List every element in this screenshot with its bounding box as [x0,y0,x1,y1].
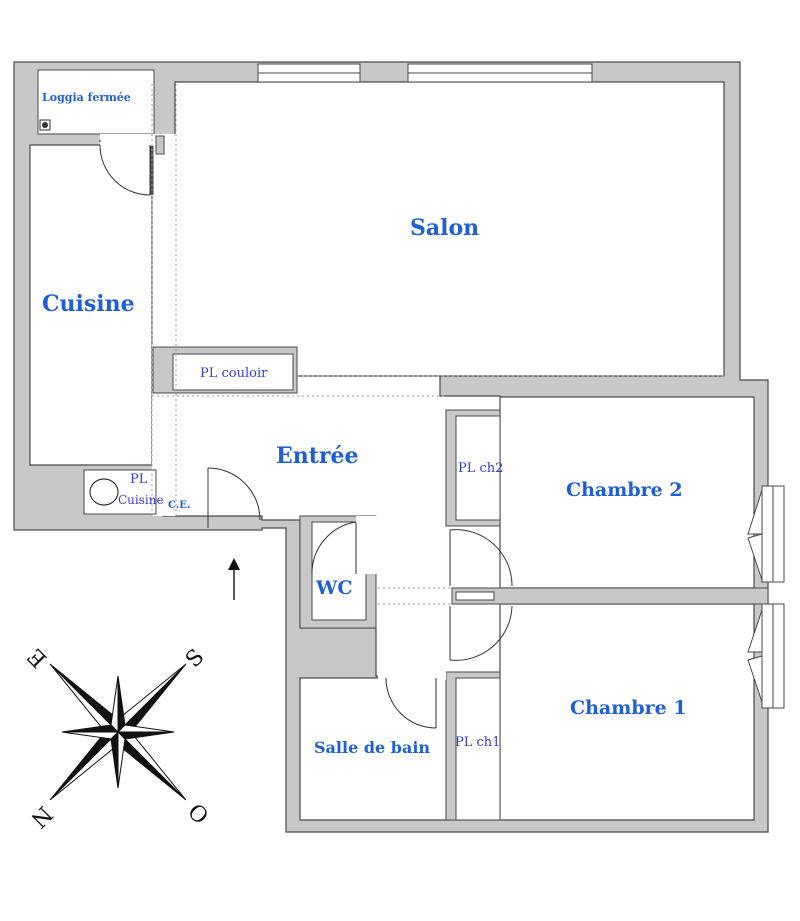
bedroom-windows [747,485,785,709]
pl-cuisine-closet [83,469,157,515]
room-label-entree: Entrée [276,443,359,469]
room-label-salon: Salon [410,215,480,241]
room-label-salle-de-bain: Salle de bain [314,738,431,757]
room-label-chambre-2: Chambre 2 [566,479,683,501]
room-label-wc: WC [316,577,353,599]
loggia-room [37,69,155,135]
salon-windows [257,63,593,83]
room-label-chambre-1: Chambre 1 [570,697,687,719]
entrance-arrow-icon [228,558,240,600]
room-label-cuisine: Cuisine [42,291,135,317]
closet-label-pl-cuisine-line2: Cuisine [118,493,164,507]
closet-label-pl-ch1: PL ch1 [455,735,501,750]
closet-label-pl-ch2: PL ch2 [458,461,504,476]
closet-label-pl-cuisine-line1: PL [130,472,148,487]
room-label-loggia: Loggia fermée [42,91,131,104]
doors [99,140,513,729]
closet-label-pl-couloir: PL couloir [200,366,268,381]
compass-rose-icon [49,663,187,801]
closet-label-ce: C.E. [168,500,191,511]
